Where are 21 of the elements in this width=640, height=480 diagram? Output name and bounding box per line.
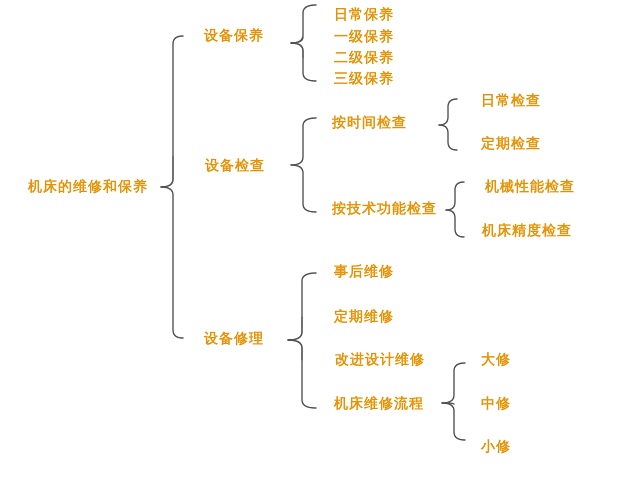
leaf-label: 大修 bbox=[481, 351, 511, 369]
leaf-label: 事后维修 bbox=[334, 263, 394, 281]
leaf-label: 小修 bbox=[481, 438, 511, 456]
branch-label: 机床维修流程 bbox=[334, 395, 424, 413]
leaf-label: 二级保养 bbox=[334, 49, 394, 67]
branch-label: 设备修理 bbox=[204, 330, 264, 348]
branch-label: 设备保养 bbox=[204, 27, 264, 45]
branch-label: 设备检查 bbox=[205, 157, 265, 175]
leaf-label: 定期检查 bbox=[481, 135, 541, 153]
leaf-label: 机床精度检查 bbox=[482, 222, 572, 240]
branch-label: 按技术功能检查 bbox=[332, 200, 437, 218]
leaf-label: 日常检查 bbox=[481, 92, 541, 110]
topic-label: 机床的维修和保养 bbox=[28, 178, 148, 196]
leaf-label: 机械性能检查 bbox=[485, 178, 575, 196]
leaf-label: 改进设计维修 bbox=[335, 351, 425, 369]
leaf-label: 中修 bbox=[481, 395, 511, 413]
leaf-label: 一级保养 bbox=[334, 28, 394, 46]
leaf-label: 三级保养 bbox=[334, 70, 394, 88]
leaf-label: 日常保养 bbox=[334, 6, 394, 24]
leaf-label: 定期维修 bbox=[334, 308, 394, 326]
branch-label: 按时间检查 bbox=[332, 114, 407, 132]
